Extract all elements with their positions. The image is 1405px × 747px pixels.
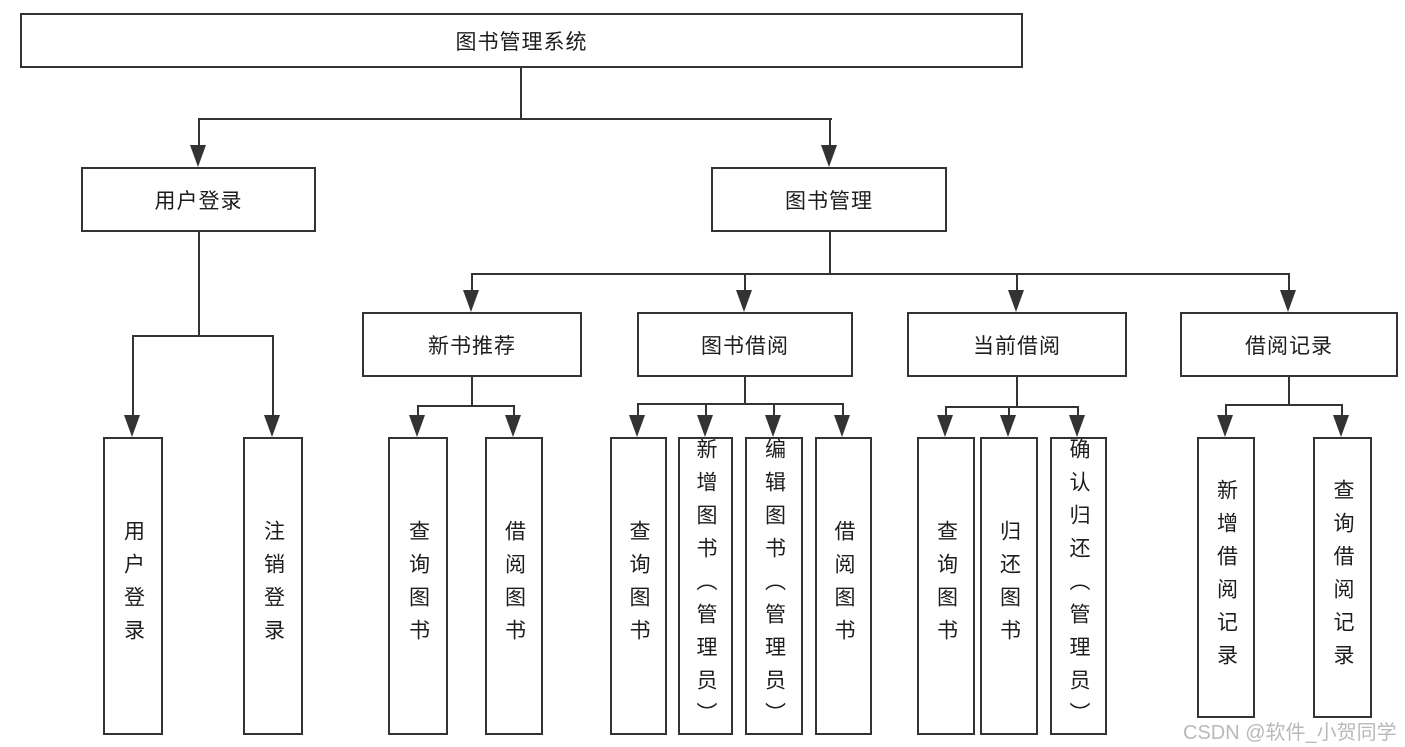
node-label: 图书管理系统 bbox=[455, 30, 588, 54]
leaf-add-borrow-record: 新增借阅记录 bbox=[1197, 437, 1255, 718]
connector-vertical bbox=[1008, 406, 1010, 417]
connector-vertical bbox=[773, 403, 775, 417]
arrowhead bbox=[697, 415, 713, 437]
connector-horizontal bbox=[417, 405, 515, 407]
arrowhead bbox=[505, 415, 521, 437]
connector-horizontal bbox=[945, 406, 1079, 408]
connector-vertical bbox=[471, 273, 473, 291]
arrowhead bbox=[264, 415, 280, 437]
connector-vertical bbox=[198, 232, 200, 336]
leaf-borrow-books: 借阅图书 bbox=[815, 437, 872, 735]
connector-vertical bbox=[513, 405, 515, 417]
node-label: 借阅记录 bbox=[1245, 334, 1333, 358]
arrowhead bbox=[1069, 415, 1085, 437]
connector-vertical bbox=[829, 118, 831, 146]
connector-horizontal bbox=[637, 403, 844, 405]
connector-vertical bbox=[1016, 377, 1018, 408]
watermark: CSDN @软件_小贺同学 bbox=[1183, 722, 1397, 744]
leaf-user-login: 用户登录 bbox=[103, 437, 163, 735]
arrowhead bbox=[1280, 290, 1296, 312]
node-label: 编辑图书（管理员） bbox=[762, 437, 786, 735]
leaf-query-borrow-record: 查询借阅记录 bbox=[1313, 437, 1372, 718]
node-label: 查询图书 bbox=[406, 520, 430, 652]
connector-vertical bbox=[842, 403, 844, 417]
connector-vertical bbox=[132, 335, 134, 415]
connector-vertical bbox=[272, 335, 274, 415]
leaf-borrow-books: 借阅图书 bbox=[485, 437, 543, 735]
node-label: 注销登录 bbox=[261, 520, 285, 652]
node-current-borrow: 当前借阅 bbox=[907, 312, 1127, 377]
arrowhead bbox=[1217, 415, 1233, 437]
connector-vertical bbox=[417, 405, 419, 417]
arrowhead bbox=[124, 415, 140, 437]
connector-horizontal bbox=[132, 335, 274, 337]
node-label: 用户登录 bbox=[121, 520, 145, 652]
connector-vertical bbox=[744, 377, 746, 405]
connector-vertical bbox=[1341, 404, 1343, 417]
node-label: 图书借阅 bbox=[701, 334, 789, 358]
leaf-add-book-admin: 新增图书（管理员） bbox=[678, 437, 733, 735]
node-label: 图书管理 bbox=[785, 189, 873, 213]
arrowhead bbox=[1333, 415, 1349, 437]
arrowhead bbox=[409, 415, 425, 437]
arrowhead bbox=[1000, 415, 1016, 437]
arrowhead bbox=[1008, 290, 1024, 312]
node-label: 查询图书 bbox=[627, 520, 650, 652]
leaf-query-books: 查询图书 bbox=[610, 437, 667, 735]
arrowhead bbox=[765, 415, 781, 437]
arrowhead bbox=[834, 415, 850, 437]
node-label: 新书推荐 bbox=[428, 334, 516, 358]
connector-vertical bbox=[1077, 406, 1079, 417]
leaf-return-books: 归还图书 bbox=[980, 437, 1038, 735]
node-label: 新增借阅记录 bbox=[1214, 478, 1238, 677]
arrowhead bbox=[190, 145, 206, 167]
connector-vertical bbox=[945, 406, 947, 417]
node-label: 查询图书 bbox=[934, 520, 958, 652]
node-label: 借阅图书 bbox=[502, 520, 526, 652]
connector-vertical bbox=[1288, 377, 1290, 406]
connector-horizontal bbox=[471, 273, 1290, 275]
connector-vertical bbox=[705, 403, 707, 417]
arrowhead bbox=[463, 290, 479, 312]
connector-vertical bbox=[520, 68, 522, 119]
node-borrow-records: 借阅记录 bbox=[1180, 312, 1398, 377]
node-root-system: 图书管理系统 bbox=[20, 13, 1023, 68]
arrowhead bbox=[629, 415, 645, 437]
leaf-confirm-return-admin: 确认归还（管理员） bbox=[1050, 437, 1107, 735]
node-new-book-recommend: 新书推荐 bbox=[362, 312, 582, 377]
leaf-query-books: 查询图书 bbox=[388, 437, 448, 735]
connector-vertical bbox=[1016, 273, 1018, 291]
connector-vertical bbox=[1225, 404, 1227, 417]
node-label: 归还图书 bbox=[997, 520, 1021, 652]
node-label: 确认归还（管理员） bbox=[1067, 437, 1090, 735]
connector-horizontal bbox=[198, 118, 832, 120]
node-label: 用户登录 bbox=[154, 189, 243, 213]
node-label: 新增图书（管理员） bbox=[694, 437, 717, 735]
node-label: 当前借阅 bbox=[973, 334, 1061, 358]
node-label: 查询借阅记录 bbox=[1331, 478, 1354, 677]
leaf-edit-book-admin: 编辑图书（管理员） bbox=[745, 437, 803, 735]
leaf-query-books: 查询图书 bbox=[917, 437, 975, 735]
connector-vertical bbox=[198, 118, 200, 146]
connector-horizontal bbox=[1225, 404, 1343, 406]
connector-vertical bbox=[829, 232, 831, 274]
leaf-logout-login: 注销登录 bbox=[243, 437, 303, 735]
arrowhead bbox=[937, 415, 953, 437]
node-user-login: 用户登录 bbox=[81, 167, 316, 232]
connector-vertical bbox=[471, 377, 473, 407]
connector-vertical bbox=[1288, 273, 1290, 291]
arrowhead bbox=[736, 290, 752, 312]
node-book-management: 图书管理 bbox=[711, 167, 947, 232]
node-label: 借阅图书 bbox=[832, 520, 855, 652]
node-book-borrow: 图书借阅 bbox=[637, 312, 853, 377]
arrowhead bbox=[821, 145, 837, 167]
connector-vertical bbox=[637, 403, 639, 417]
connector-vertical bbox=[744, 273, 746, 291]
